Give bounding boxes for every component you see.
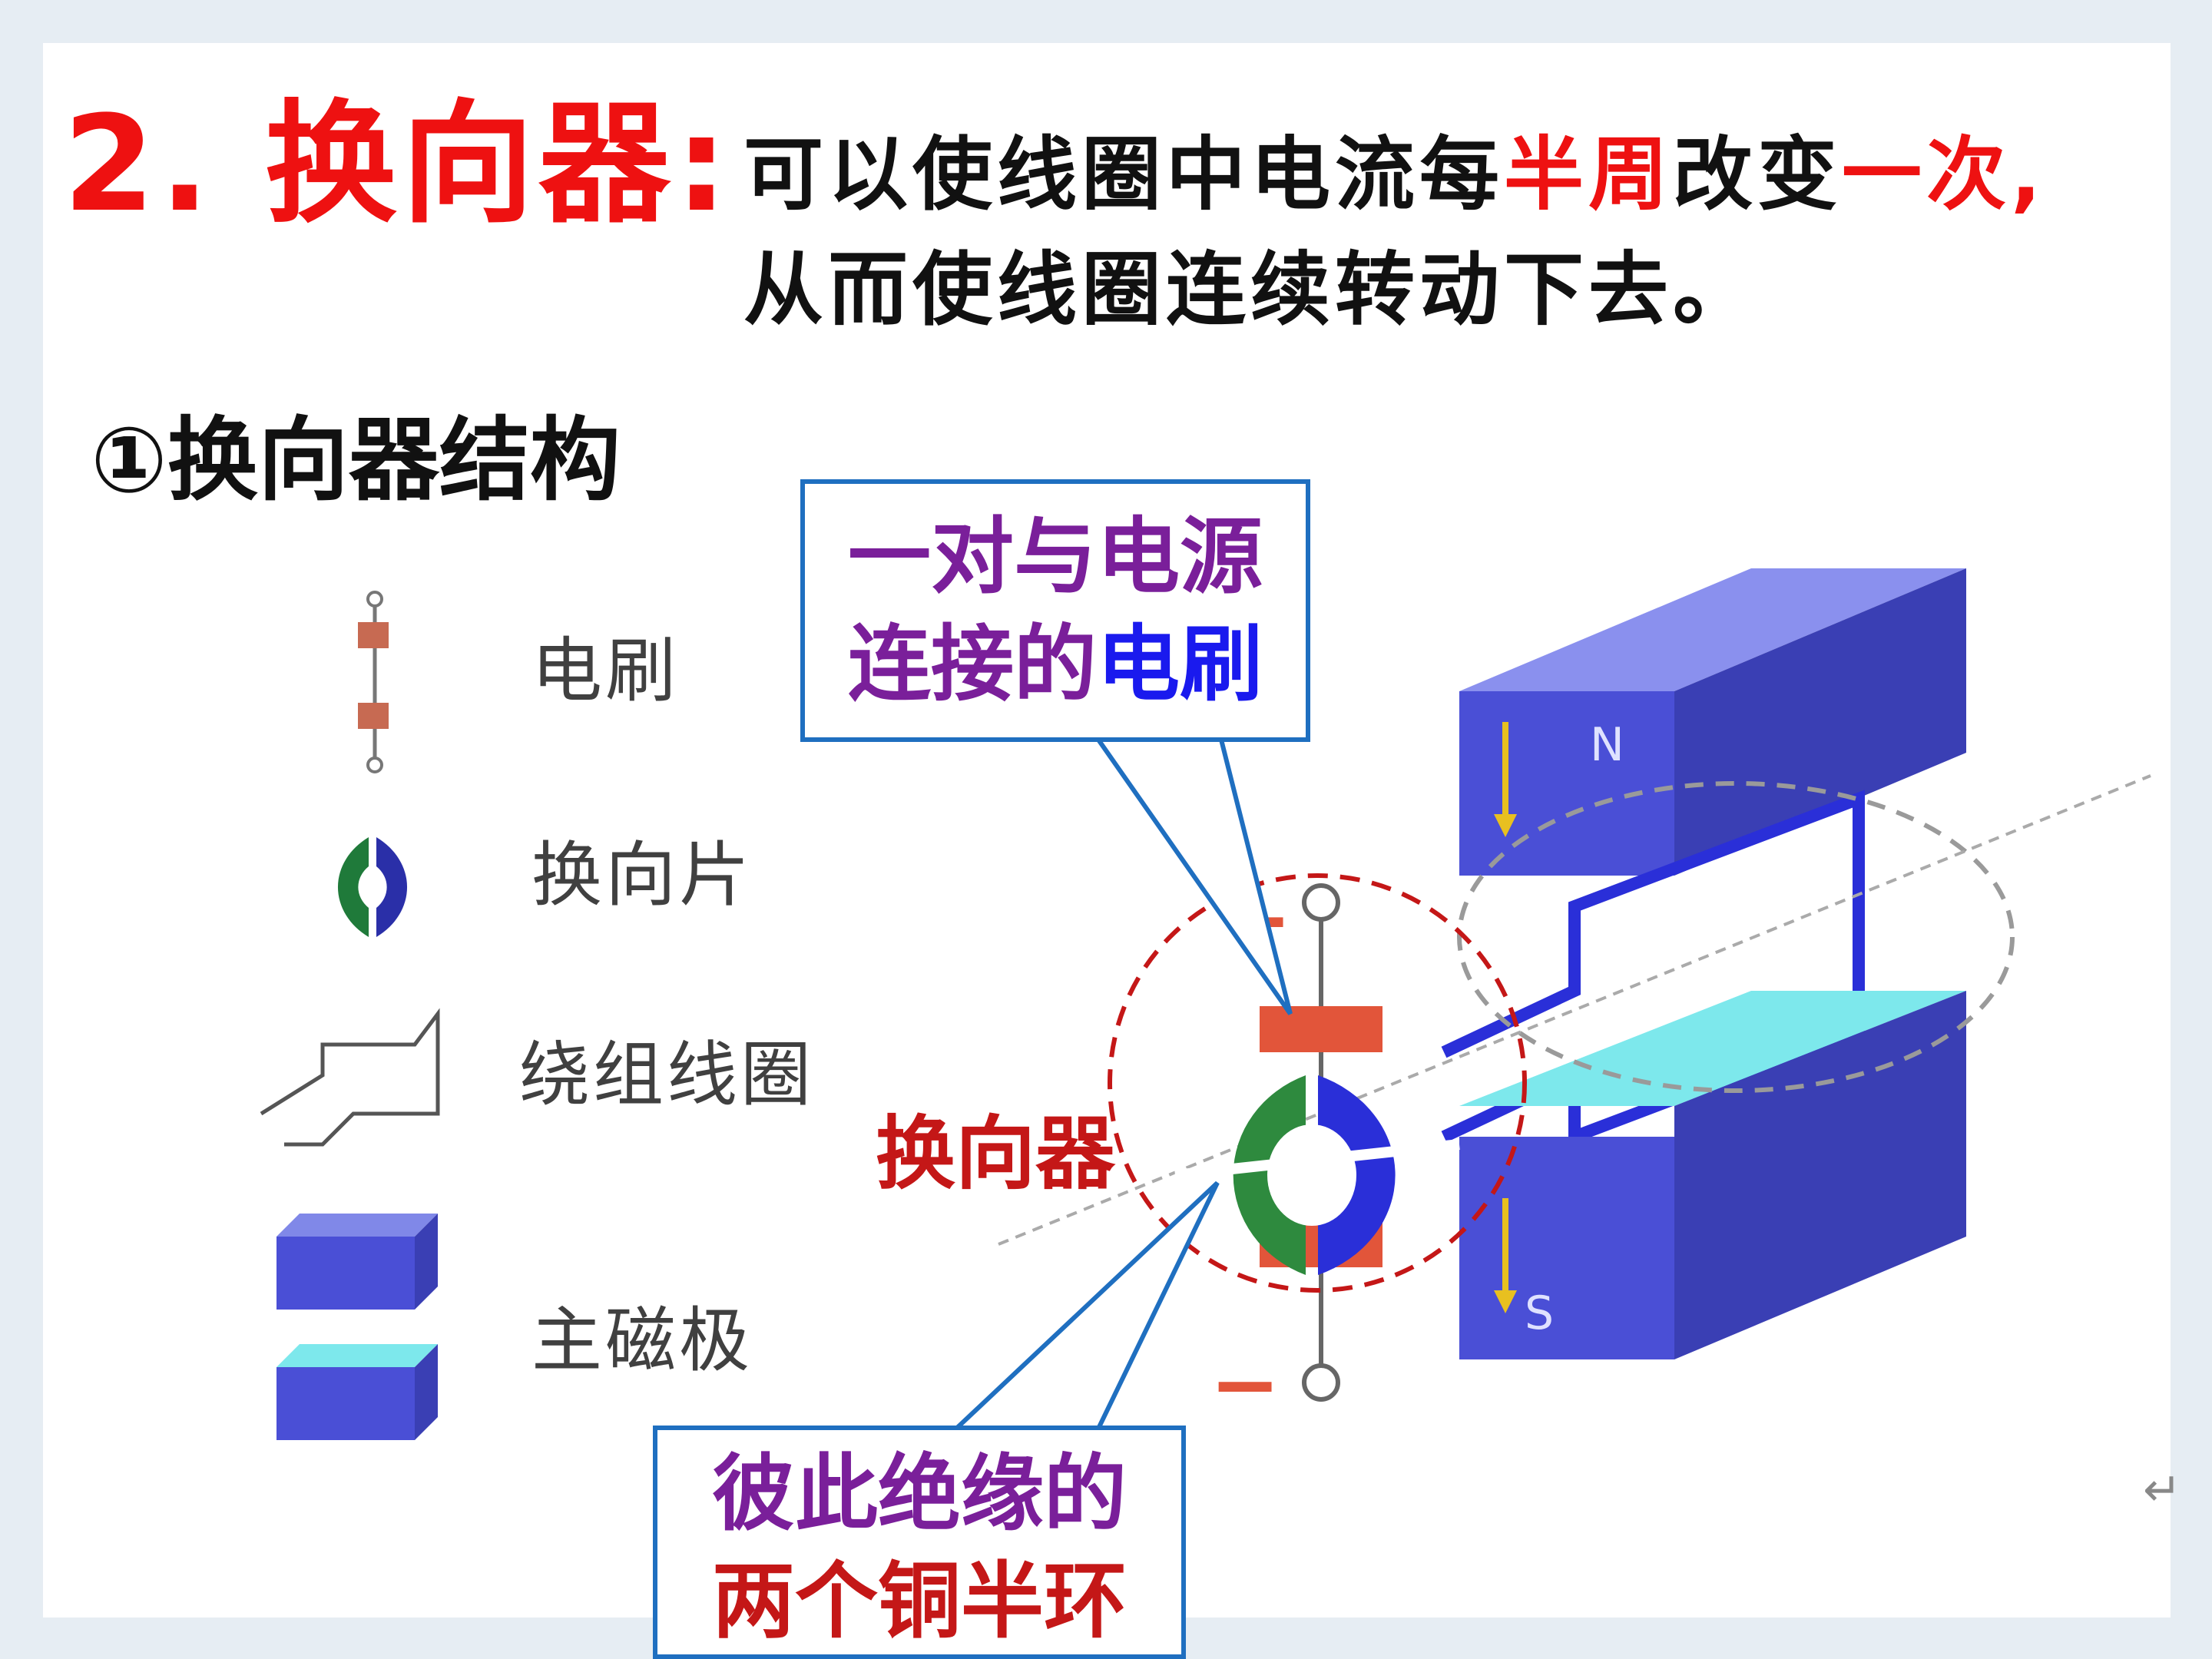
description-part2: 改变: [1673, 127, 1843, 221]
rotation-axis: [998, 774, 2151, 1246]
brush-callout-line2-keyword: 电刷: [1097, 617, 1263, 713]
south-pole-label: S: [1525, 1286, 1554, 1340]
legend-commutator-segment-label: 换向片: [531, 834, 753, 916]
rings-callout-pointer: [950, 1181, 1220, 1431]
description-highlight-half-cycle: 半周: [1504, 127, 1674, 221]
return-symbol-icon: ↵: [2143, 1463, 2181, 1517]
legend-brush-label: 电刷: [531, 630, 680, 712]
commutator-highlight-circle: [1108, 873, 1527, 1293]
rings-callout-line1: 彼此绝缘的: [711, 1446, 1127, 1542]
brush-callout-line2-prefix: 连接的: [847, 617, 1097, 713]
commutator-segment-legend-icon: [337, 837, 408, 937]
commutator-rings: [1174, 1075, 1460, 1275]
commutator-label: 换向器: [876, 1107, 1116, 1200]
rings-callout-line2: 两个铜半环: [711, 1554, 1127, 1650]
cyan-pole-face: [1459, 991, 1966, 1106]
winding-coil-legend-icon: [260, 1008, 440, 1147]
legend-winding-coil-label: 绕组线圈: [519, 1034, 815, 1116]
description-text: 可以使线圈中电流每半周改变一次, 从而使线圈连续转动下去。: [743, 117, 2049, 347]
brush-callout-line2: 连接的电刷: [805, 611, 1306, 719]
legend-main-pole-label: 主磁极: [531, 1300, 753, 1382]
main-pole-cyan-legend-icon: [276, 1344, 438, 1440]
north-pole: [1459, 568, 1966, 876]
minus-terminal-label: −: [1210, 1335, 1280, 1433]
brush-legend-icon: [358, 591, 389, 773]
description-highlight-once: 一次,: [1842, 127, 2046, 221]
description-part1: 可以使线圈中电流每: [743, 127, 1505, 221]
brush-callout-line1: 一对与电源: [847, 509, 1263, 605]
rings-callout: 彼此绝缘的 两个铜半环: [653, 1426, 1186, 1659]
north-pole-label: N: [1590, 718, 1624, 772]
south-pole: [1459, 991, 1966, 1359]
slide-heading: 2. 换向器:: [63, 87, 733, 241]
description-part3: 从而使线圈连续转动下去。: [743, 243, 1758, 336]
brush-callout: 一对与电源 连接的电刷: [800, 479, 1310, 742]
rotation-path: [1457, 781, 2015, 1093]
subheading-structure: ①换向器结构: [91, 407, 621, 513]
main-pole-blue-legend-icon: [276, 1214, 438, 1310]
